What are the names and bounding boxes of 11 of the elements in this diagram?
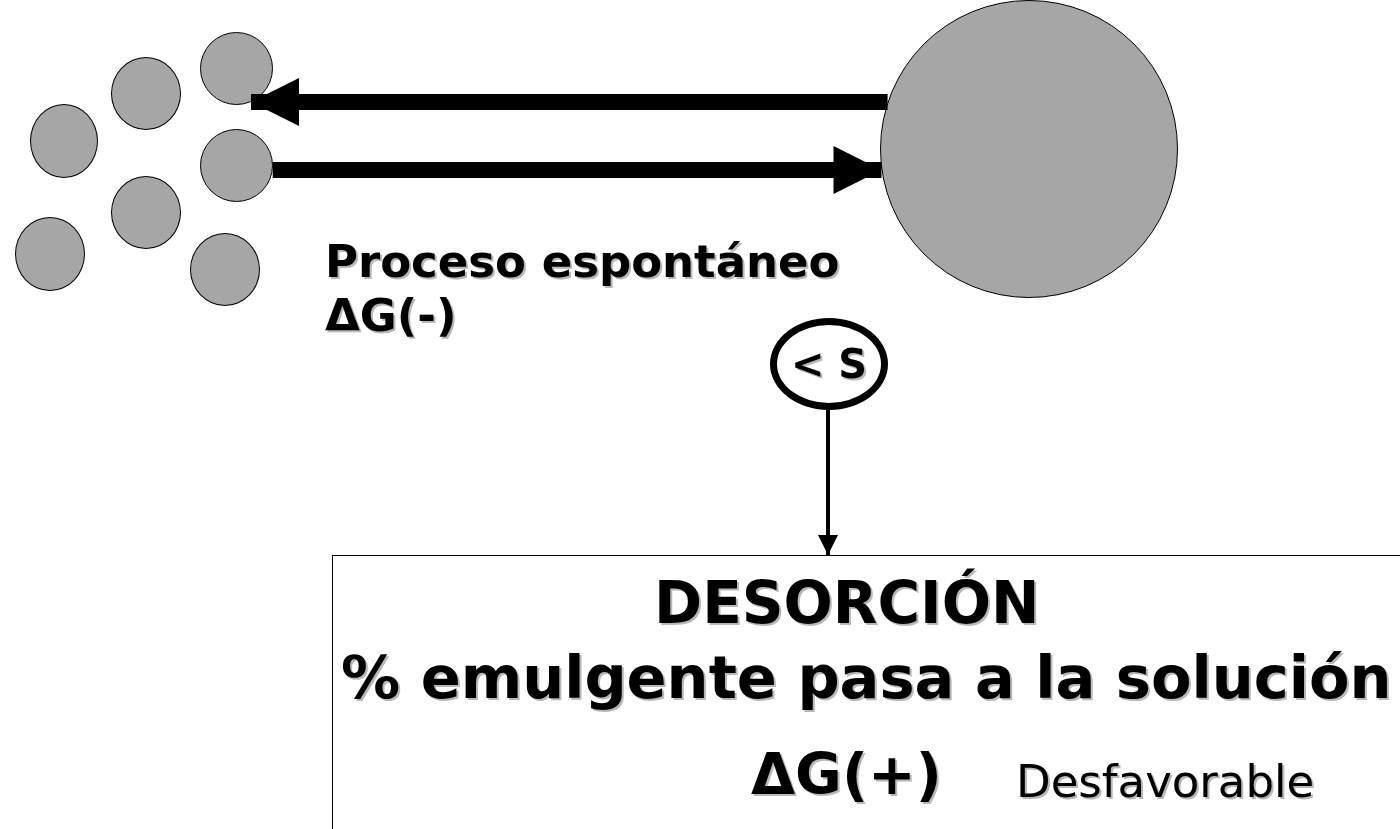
box-text: % emulgente pasa a la solución (341, 644, 1392, 712)
box-heading: DESORCIÓN (654, 570, 1040, 637)
arrow (818, 410, 838, 555)
node-text: < S (790, 341, 868, 387)
arrow (272, 146, 882, 194)
arrow (251, 78, 888, 126)
note-text: Desfavorable (1016, 756, 1315, 808)
delta-g-label: ΔG(-) (325, 290, 457, 342)
delta-g-text: ΔG(+) (751, 742, 942, 808)
result-box (332, 555, 1400, 829)
process-label: Proceso espontáneo (325, 236, 840, 288)
